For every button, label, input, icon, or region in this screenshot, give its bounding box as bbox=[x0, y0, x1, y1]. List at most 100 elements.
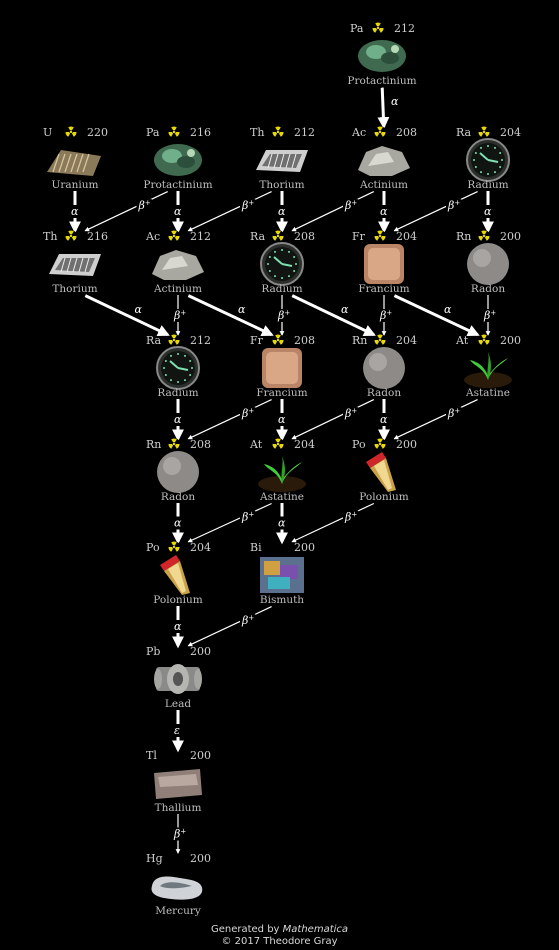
radiation-warning-icon bbox=[374, 334, 386, 346]
polonium-brush-icon bbox=[366, 452, 396, 492]
element-symbol: Rn bbox=[352, 334, 367, 347]
element-symbol: Po bbox=[352, 438, 366, 451]
mass-number: 200 bbox=[500, 230, 521, 243]
mass-number: 200 bbox=[190, 852, 211, 865]
polonium-brush-icon bbox=[160, 555, 190, 595]
decay-edge-pa212-ac208: α bbox=[377, 87, 400, 130]
radiation-warning-icon bbox=[168, 541, 180, 553]
footer-tool: Mathematica bbox=[282, 924, 349, 935]
element-name: Astatine bbox=[465, 387, 510, 399]
element-symbol: Th bbox=[250, 126, 264, 139]
element-symbol: Fr bbox=[352, 230, 366, 243]
radiation-warning-icon bbox=[272, 230, 284, 242]
lead-fitting-icon bbox=[154, 664, 202, 694]
mercury-drop-icon bbox=[151, 876, 203, 900]
radiation-warning-icon bbox=[374, 438, 386, 450]
element-name: Protactinium bbox=[347, 75, 416, 87]
element-name: Francium bbox=[256, 387, 307, 399]
element-name: Uranium bbox=[52, 179, 99, 191]
radiation-warning-icon bbox=[168, 438, 180, 450]
mass-number: 220 bbox=[87, 126, 108, 139]
decay-edge-pb200-tl200: ε bbox=[172, 710, 184, 753]
element-name: Thorium bbox=[52, 283, 97, 295]
decay-label: α bbox=[278, 205, 286, 218]
mass-number: 208 bbox=[396, 126, 417, 139]
decay-arrow bbox=[187, 399, 272, 440]
decay-label: α bbox=[135, 303, 143, 316]
decay-edge-tl200-hg200: β+ bbox=[172, 814, 188, 854]
element-symbol: Hg bbox=[146, 852, 163, 865]
radiation-warning-icon bbox=[65, 230, 77, 242]
decay-arrow bbox=[187, 606, 272, 647]
mass-number: 212 bbox=[190, 334, 211, 347]
protactinium-crystal-icon bbox=[154, 144, 202, 176]
decay-edge-ra204-fr204: β+ bbox=[393, 191, 478, 232]
decay-label: α bbox=[174, 205, 182, 218]
radiation-warning-icon bbox=[272, 126, 284, 138]
decay-edge-ra208-rn204: α bbox=[291, 294, 376, 337]
radiation-warning-icon bbox=[168, 230, 180, 242]
radium-clock-icon bbox=[260, 242, 304, 286]
element-symbol: Tl bbox=[146, 749, 157, 762]
decay-edge-fr208-at204: α bbox=[276, 399, 288, 442]
decay-arrow bbox=[393, 399, 478, 440]
decay-edge-ac212-fr208: α bbox=[187, 294, 274, 337]
astatine-plant-icon bbox=[258, 456, 306, 492]
radiation-warning-icon bbox=[168, 334, 180, 346]
thorium-mantle-icon bbox=[49, 254, 101, 276]
decay-edge-po204-pb200: α bbox=[172, 606, 184, 649]
mass-number: 200 bbox=[190, 749, 211, 762]
element-symbol: Fr bbox=[250, 334, 264, 347]
element-symbol: Th bbox=[43, 230, 57, 243]
element-symbol: Pb bbox=[146, 645, 160, 658]
element-name: Polonium bbox=[359, 491, 409, 503]
decay-label: α bbox=[174, 413, 182, 426]
mass-number: 216 bbox=[87, 230, 108, 243]
mass-number: 204 bbox=[396, 230, 417, 243]
element-name: Thallium bbox=[155, 802, 202, 814]
decay-edge-rn208-po204: α bbox=[172, 503, 184, 545]
element-name: Actinium bbox=[153, 283, 202, 295]
radiation-warning-icon bbox=[478, 126, 490, 138]
radiation-warning-icon bbox=[478, 230, 490, 242]
mass-number: 212 bbox=[190, 230, 211, 243]
decay-label: α bbox=[71, 205, 79, 218]
element-symbol: U bbox=[43, 126, 52, 139]
mass-number: 208 bbox=[294, 334, 315, 347]
francium-block-icon bbox=[364, 244, 404, 284]
mass-number: 208 bbox=[294, 230, 315, 243]
mass-number: 208 bbox=[190, 438, 211, 451]
mass-number: 200 bbox=[294, 541, 315, 554]
decay-arrow bbox=[187, 294, 274, 337]
element-name: Radon bbox=[367, 387, 401, 399]
decay-label: α bbox=[238, 303, 246, 316]
radiation-warning-icon bbox=[65, 126, 77, 138]
decay-edge-ac208-fr204: α bbox=[378, 191, 390, 234]
decay-label: α bbox=[174, 517, 182, 530]
decay-arrow bbox=[393, 294, 480, 337]
decay-edge-ac212-ra212: β+ bbox=[172, 295, 188, 336]
